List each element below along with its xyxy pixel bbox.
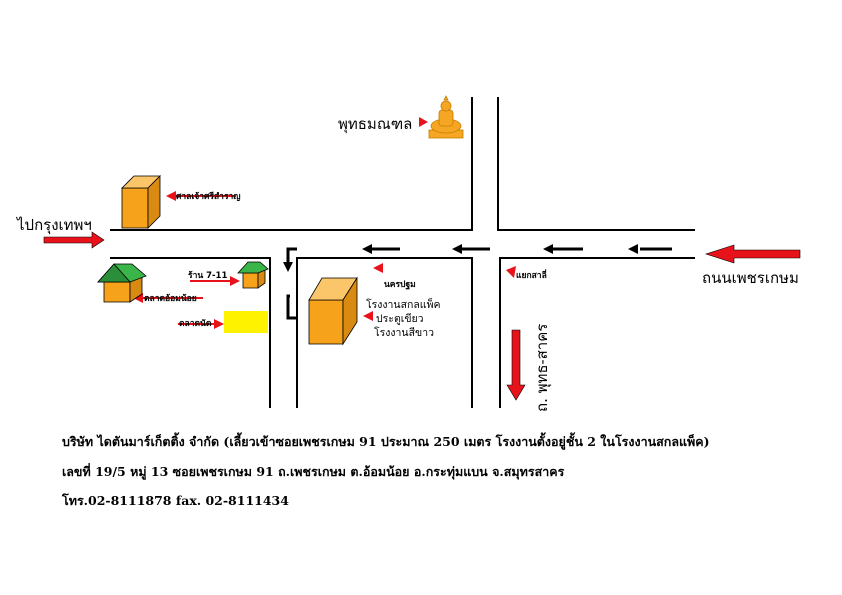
- red-arrow-icon: [506, 266, 516, 278]
- market-area: [224, 311, 268, 333]
- company-contact-line: โทร.02-8111878 fax. 02-8111434: [62, 493, 289, 508]
- phutthamonthon-label: พุทธมณฑล: [338, 115, 413, 133]
- factory-line-3: โรงงานสีขาว: [374, 327, 434, 339]
- red-arrow-icon: [419, 117, 428, 127]
- phutthasakhon-road-label: ถ. พุทธ-สาคร: [533, 323, 551, 412]
- house-icon: [97, 263, 147, 303]
- company-info-line-1: บริษัท ไดตันมาร์เก็ตติ้ง จำกัด (เลี้ยวเข…: [62, 434, 710, 449]
- soi-marker-icon: [286, 294, 297, 320]
- red-arrow-icon: [190, 276, 240, 286]
- intersection-label: แยกสาลี่: [516, 271, 547, 281]
- red-arrow-icon: [178, 319, 224, 329]
- traffic-direction-arrows: [283, 244, 672, 320]
- turn-arrow-icon: [283, 247, 297, 272]
- red-arrow-icon: [363, 311, 373, 321]
- seven-eleven-label: ร้าน 7-11: [188, 271, 228, 281]
- shrine-label: ศาลเจ้าศรีสำราญ: [176, 192, 241, 202]
- direction-arrow-icon: [362, 244, 400, 254]
- red-arrow-icon: [506, 329, 526, 401]
- direction-arrow-icon: [628, 244, 672, 254]
- house-icon: [237, 261, 269, 289]
- direction-arrow-icon: [543, 244, 583, 254]
- red-arrow-icon: [373, 263, 383, 273]
- red-arrow-icon: [166, 191, 236, 201]
- building-icon: [308, 276, 358, 346]
- direction-arrow-icon: [452, 244, 490, 254]
- factory-line-2: ประตูเขียว: [376, 313, 424, 325]
- buddha-statue-icon: [428, 95, 464, 139]
- om-noi-market-label: ตลาดอ้อมน้อย: [144, 294, 197, 304]
- pointer-arrows: [133, 117, 516, 329]
- to-bangkok-label: ไปกรุงเทพฯ: [17, 216, 92, 234]
- nakhon-pathom-label: นครปฐม: [384, 280, 416, 290]
- building-icon: [121, 175, 161, 229]
- red-arrow-icon: [133, 293, 203, 303]
- factory-line-1: โรงงานสกลแพ็ค: [366, 299, 441, 311]
- red-arrow-icon: [705, 244, 801, 264]
- phetkasem-road-label: ถนนเพชรเกษม: [702, 269, 799, 287]
- talad-nat-label: ตลาดนัด: [179, 319, 212, 329]
- company-info-line-2: เลขที่ 19/5 หมู่ 13 ซอยเพชรเกษม 91 ถ.เพช…: [62, 464, 565, 479]
- red-arrow-icon: [43, 231, 105, 249]
- road-lines: [110, 97, 695, 408]
